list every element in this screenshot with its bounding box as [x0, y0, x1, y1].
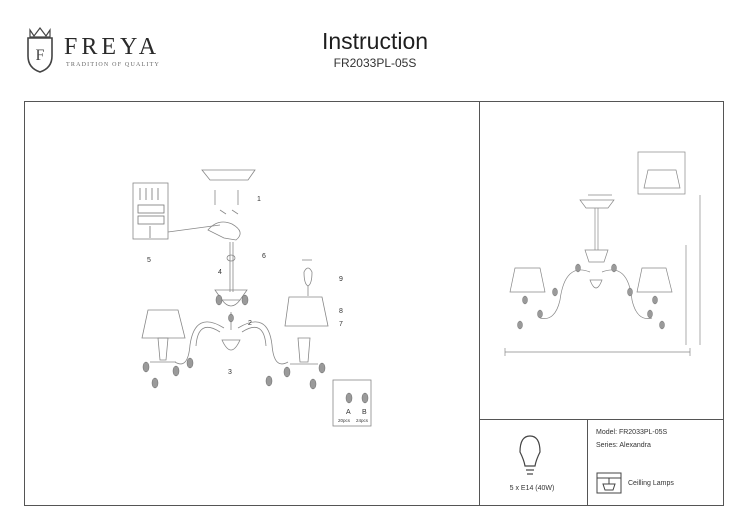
- callout-8: 8: [339, 308, 343, 315]
- crystal-legend-box: [332, 379, 372, 427]
- exploded-view: [132, 169, 372, 427]
- crest-icon: F: [27, 27, 53, 73]
- bulb-drawing: [303, 267, 313, 287]
- lamp-type: Ceilling Lamps: [628, 480, 674, 487]
- brand-name: FREYA: [64, 34, 161, 60]
- mounting-bracket: [132, 182, 169, 240]
- right-shade: [284, 296, 329, 327]
- part-a-letter: A: [346, 409, 351, 416]
- info-model: Model: FR2033PL-05S: [596, 429, 668, 436]
- crest-letter: F: [36, 47, 45, 64]
- callout-4: 4: [218, 269, 222, 276]
- callout-7: 7: [339, 321, 343, 328]
- callout-1: 1: [257, 196, 261, 203]
- ceiling-canopy: [201, 169, 256, 181]
- shade-detail-box: [637, 151, 686, 195]
- callout-5: 5: [147, 257, 151, 264]
- callout-9: 9: [339, 276, 343, 283]
- part-a-qty: 20pcs: [338, 418, 351, 423]
- crystal-drops: [142, 294, 369, 404]
- info-series: Series: Alexandra: [596, 442, 651, 449]
- brand-tagline: TRADITION OF QUALITY: [66, 62, 160, 68]
- bulb-spec: 5 x E14 (40W): [509, 485, 555, 492]
- hook: [207, 221, 241, 241]
- page-model: FR2033PL-05S: [333, 56, 417, 70]
- ceiling-lamp-icon: [596, 472, 622, 494]
- callout-3: 3: [228, 369, 232, 376]
- divider-info: [587, 419, 588, 506]
- part-b-letter: B: [362, 409, 367, 416]
- brand-logo: F FREYA TRADITION OF QUALITY: [22, 26, 192, 76]
- callout-2: 2: [248, 320, 252, 327]
- bulb-icon: [519, 435, 541, 475]
- part-b-qty: 24pcs: [356, 418, 369, 423]
- drawing-frame: [24, 101, 724, 506]
- center-bowl: [221, 339, 241, 351]
- left-shade: [141, 309, 186, 339]
- dimension-drawing: [504, 151, 701, 356]
- page-title: Instruction: [321, 28, 429, 54]
- divider-vertical: [479, 101, 480, 506]
- divider-horizontal: [479, 419, 724, 420]
- callout-6: 6: [262, 253, 266, 260]
